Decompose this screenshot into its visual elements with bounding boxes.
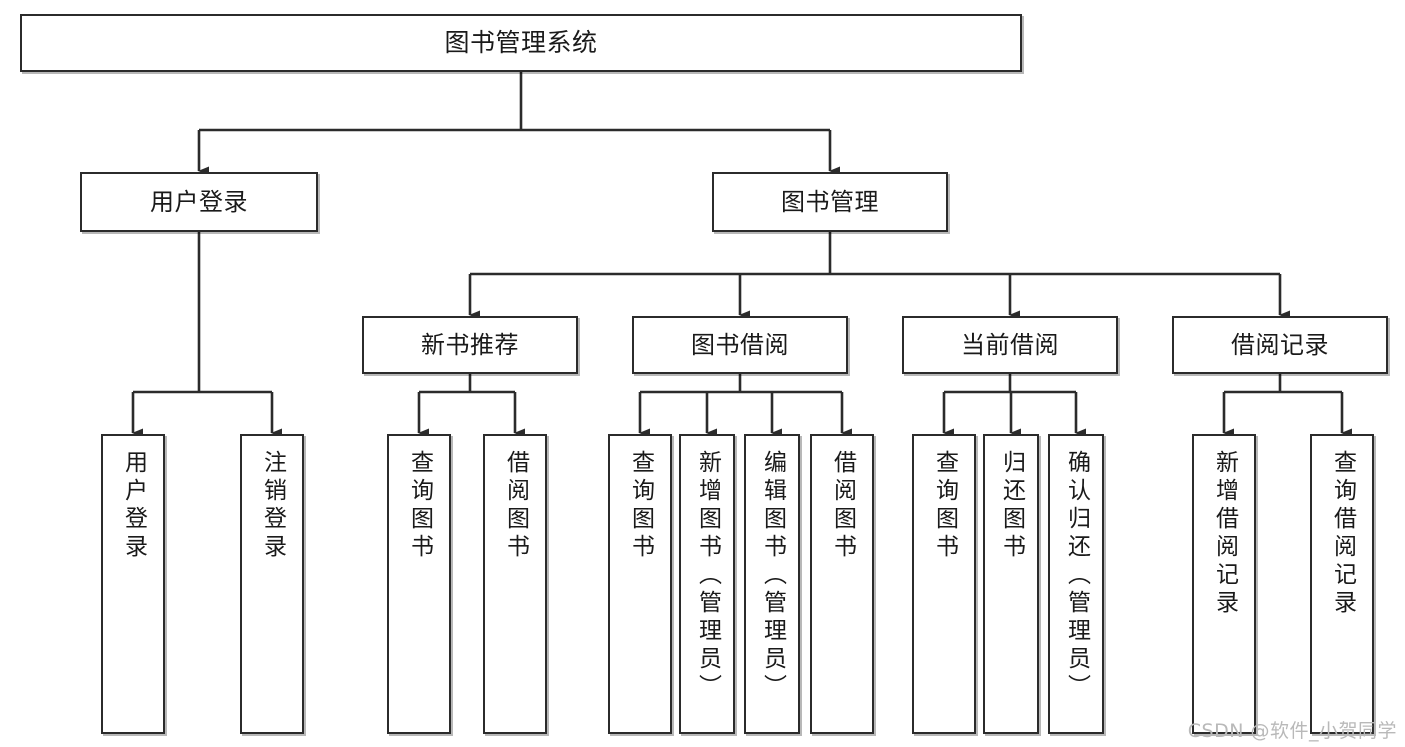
node-leaf-cur-return[interactable]: 归还图书 bbox=[983, 434, 1039, 734]
node-label: 查询图书 bbox=[406, 450, 433, 562]
node-records[interactable]: 借阅记录 bbox=[1172, 316, 1388, 374]
node-leaf-bor-edit[interactable]: 编辑图书（管理员） bbox=[744, 434, 800, 734]
node-leaf-user-logout[interactable]: 注销登录 bbox=[240, 434, 304, 734]
node-leaf-rec-query[interactable]: 查询借阅记录 bbox=[1310, 434, 1374, 734]
node-leaf-rec-add[interactable]: 新增借阅记录 bbox=[1192, 434, 1256, 734]
node-leaf-user-login[interactable]: 用户登录 bbox=[101, 434, 165, 734]
node-label: 查询借阅记录 bbox=[1329, 450, 1356, 618]
node-label: 图书借阅 bbox=[691, 330, 789, 359]
node-current[interactable]: 当前借阅 bbox=[902, 316, 1118, 374]
node-label: 查询图书 bbox=[627, 450, 654, 562]
node-label: 借阅记录 bbox=[1231, 330, 1329, 359]
node-label: 图书管理 bbox=[781, 187, 879, 216]
node-leaf-bor-query[interactable]: 查询图书 bbox=[608, 434, 672, 734]
node-newbook[interactable]: 新书推荐 bbox=[362, 316, 578, 374]
node-label: 编辑图书（管理员） bbox=[759, 450, 786, 702]
node-label: 当前借阅 bbox=[961, 330, 1059, 359]
node-label: 查询图书 bbox=[931, 450, 958, 562]
node-label: 图书管理系统 bbox=[444, 28, 598, 58]
node-leaf-new-query[interactable]: 查询图书 bbox=[387, 434, 451, 734]
node-login[interactable]: 用户登录 bbox=[80, 172, 318, 232]
node-root[interactable]: 图书管理系统 bbox=[20, 14, 1022, 72]
node-label: 注销登录 bbox=[259, 450, 286, 562]
node-label: 归还图书 bbox=[998, 450, 1025, 562]
edge-group bbox=[131, 72, 1352, 438]
node-leaf-bor-add[interactable]: 新增图书（管理员） bbox=[679, 434, 735, 734]
node-bookmgmt[interactable]: 图书管理 bbox=[712, 172, 948, 232]
node-leaf-cur-confirm[interactable]: 确认归还（管理员） bbox=[1048, 434, 1104, 734]
node-leaf-new-borrow[interactable]: 借阅图书 bbox=[483, 434, 547, 734]
node-label: 确认归还（管理员） bbox=[1063, 450, 1090, 702]
node-label: 新增图书（管理员） bbox=[694, 450, 721, 702]
node-label: 借阅图书 bbox=[829, 450, 856, 562]
node-label: 用户登录 bbox=[120, 450, 147, 562]
node-label: 借阅图书 bbox=[502, 450, 529, 562]
node-label: 新增借阅记录 bbox=[1211, 450, 1238, 618]
node-borrow[interactable]: 图书借阅 bbox=[632, 316, 848, 374]
node-label: 新书推荐 bbox=[421, 330, 519, 359]
node-leaf-bor-lend[interactable]: 借阅图书 bbox=[810, 434, 874, 734]
node-label: 用户登录 bbox=[150, 187, 248, 216]
node-leaf-cur-query[interactable]: 查询图书 bbox=[912, 434, 976, 734]
